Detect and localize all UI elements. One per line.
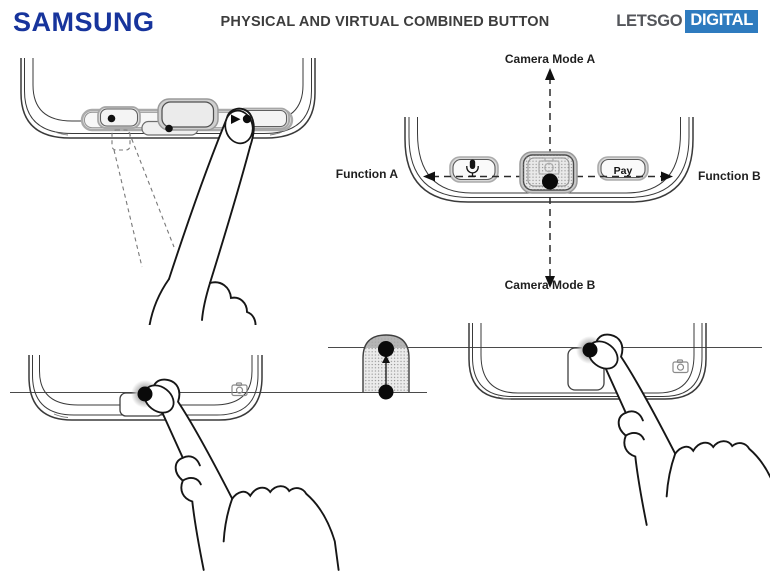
slide-guideline-upper [328,347,762,348]
microphone-icon [466,159,479,177]
label-camera-mode-a: Camera Mode A [504,52,596,66]
ghost-slide-path [111,129,175,268]
center-combined-button [519,151,578,194]
arrow-up-icon [382,355,390,363]
touch-dot [107,114,116,123]
figure-press-upper-position [468,323,770,528]
label-function-b: Function B [698,169,761,183]
pointing-hand [595,333,770,528]
left-button [97,106,141,129]
slide-arrow-icon [231,114,241,124]
figure-slide-detail [362,334,410,400]
phone-bottom-outline [468,323,707,400]
label-function-a: Function A [335,167,398,181]
arrow-left-icon [423,171,435,182]
figure-press-lower-position [28,355,340,573]
figure-touch-button-strip [20,58,316,325]
digital-logo-badge: DIGITAL [685,10,758,33]
label-camera-mode-b: Camera Mode B [504,278,596,292]
touch-dot [242,114,252,124]
samsung-logo: SAMSUNG [13,7,155,37]
lower-position-dot [378,384,394,400]
touch-dot [165,124,173,133]
center-combined-button [141,98,219,136]
touch-dot [542,173,558,190]
upper-position-dot [378,341,394,357]
camera-icon [231,382,248,397]
arrow-right-icon [661,171,673,182]
pay-button [597,156,649,181]
slide-guideline-lower [10,392,427,393]
page-title: PHYSICAL AND VIRTUAL COMBINED BUTTON [220,14,550,30]
camera-icon [672,359,689,374]
pointing-hand [146,107,257,325]
touch-dot [137,386,153,402]
pointing-hand [152,378,340,573]
arrow-down-icon [545,276,555,288]
label-pay-button: Pay [613,165,633,177]
touch-dot [582,342,598,358]
figure-function-map [404,68,694,288]
arrow-up-icon [545,68,555,80]
letsgo-digital-logo: LETSGO DIGITAL [616,10,758,33]
letsgo-logo-text: LETSGO [616,12,683,30]
